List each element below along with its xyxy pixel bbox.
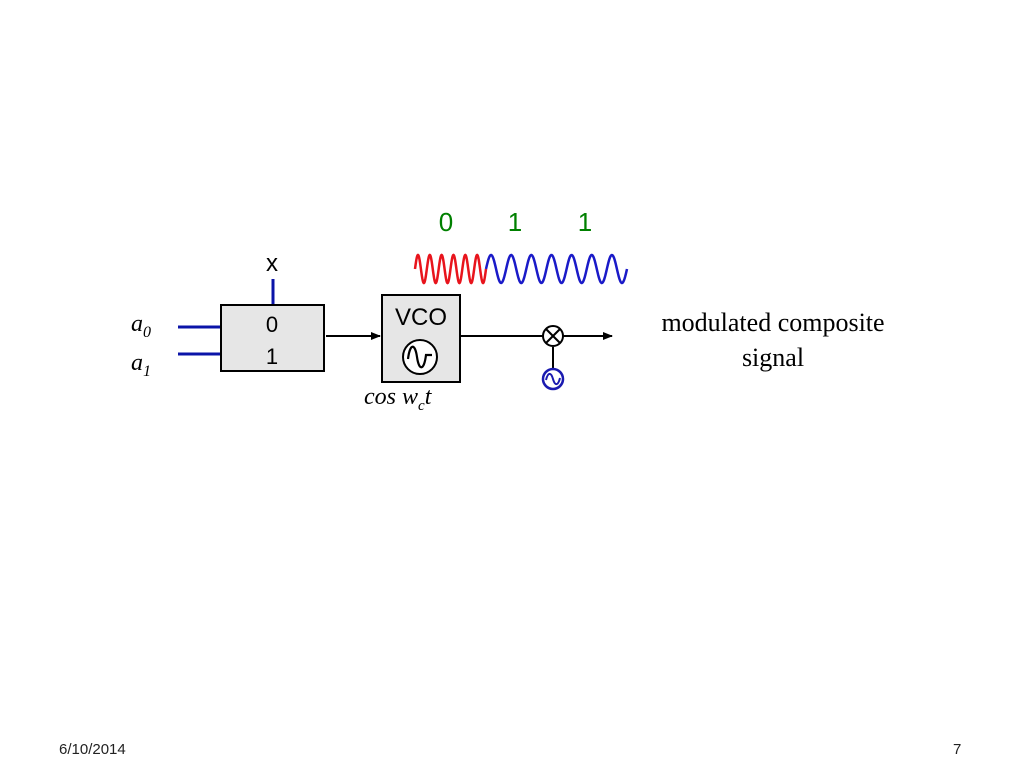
output-label-line1: modulated composite xyxy=(661,308,884,337)
input-label-a0: a0 xyxy=(131,311,151,341)
mixer-cross-b xyxy=(545,328,561,344)
footer-date: 6/10/2014 xyxy=(59,741,126,758)
vco-label: VCO xyxy=(395,304,447,331)
wave-segment-zero xyxy=(413,253,488,285)
carrier-sine-icon xyxy=(545,372,561,386)
bit-label-2: 1 xyxy=(578,207,592,237)
mux-input-label-0: 0 xyxy=(266,312,278,337)
bit-label-0: 0 xyxy=(439,207,453,237)
vco-sine-icon xyxy=(406,345,432,369)
wave-segment-one xyxy=(484,253,629,285)
bit-label-1: 1 xyxy=(508,207,522,237)
footer-page-number: 7 xyxy=(953,741,962,758)
mux-input-label-1: 1 xyxy=(266,344,278,369)
multiplexer-box xyxy=(220,304,325,372)
mux-select-label: x xyxy=(266,250,278,277)
input-label-a1: a1 xyxy=(131,350,151,380)
output-label-line2: signal xyxy=(742,343,804,372)
